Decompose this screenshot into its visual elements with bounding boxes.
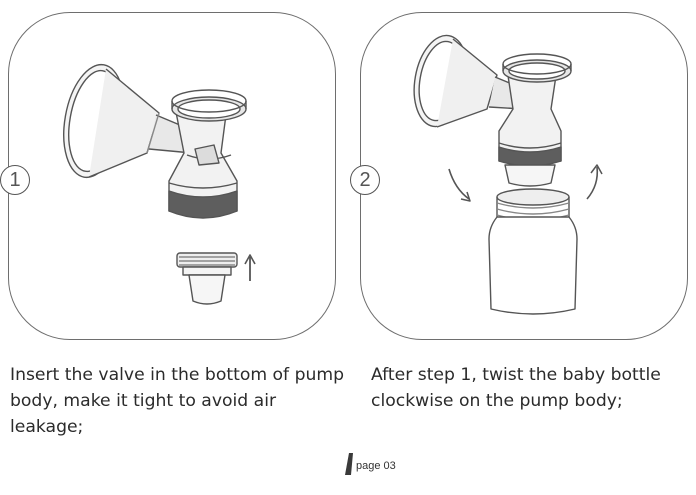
step-1-panel: 1: [8, 12, 336, 340]
step-2-illustration: [361, 13, 689, 341]
step-2-caption: After step 1, twist the baby bottle cloc…: [371, 362, 696, 414]
valve-icon: [177, 253, 237, 304]
step-number-badge: 2: [350, 165, 380, 195]
pump-body-icon: [499, 54, 571, 186]
step-1-caption: Insert the valve in the bottom of pump b…: [10, 362, 350, 440]
rotate-arrow-right-icon: [587, 165, 602, 199]
rotate-arrow-left-icon: [449, 169, 470, 201]
step-number-badge: 1: [0, 165, 30, 195]
arrow-up-icon: [245, 255, 255, 281]
page-number: page 03: [356, 459, 396, 473]
page-mark-icon: [345, 453, 355, 475]
step-2-panel: 2: [360, 12, 688, 340]
pump-body-icon: [169, 90, 246, 218]
baby-bottle-icon: [489, 189, 577, 314]
step-1-illustration: [9, 13, 337, 341]
